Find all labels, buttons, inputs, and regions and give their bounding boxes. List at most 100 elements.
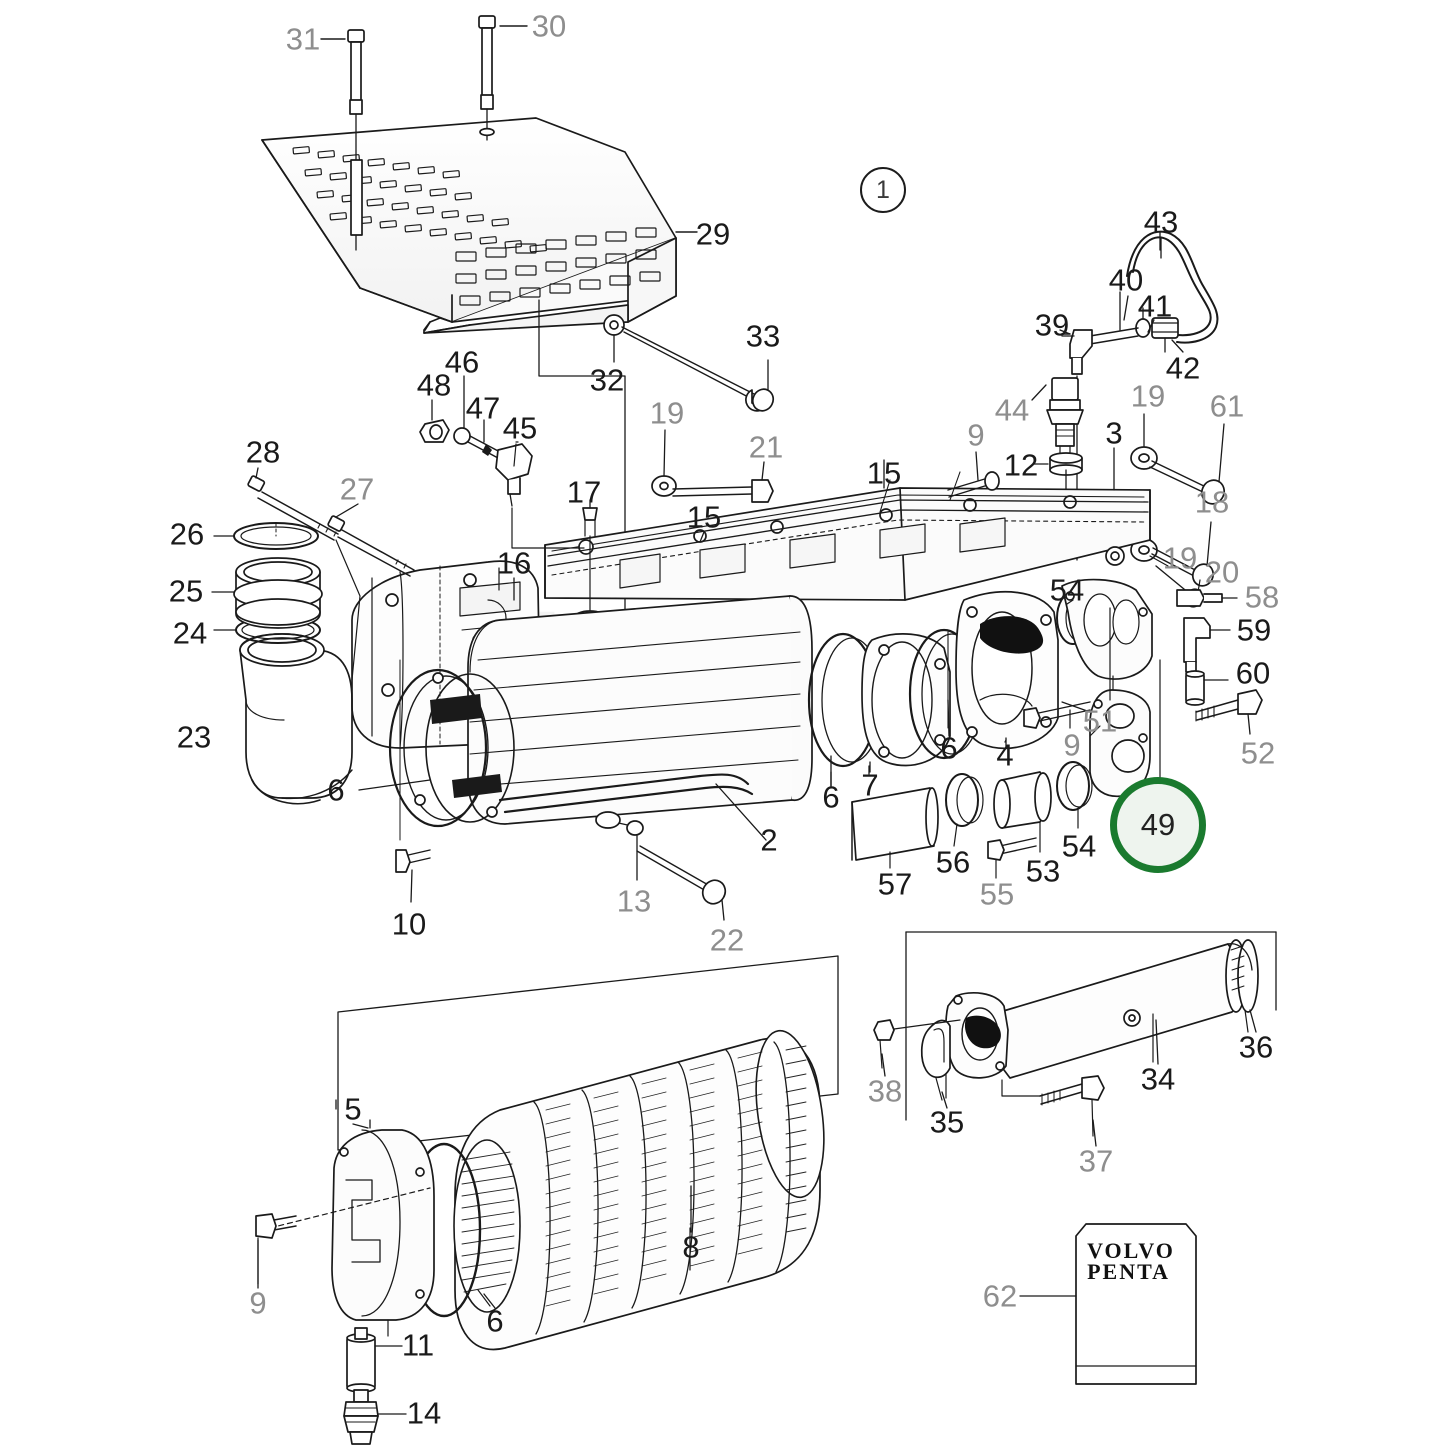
logo-line-2: PENTA <box>1087 1259 1171 1284</box>
callout-19[interactable]: 19 <box>1130 378 1166 414</box>
callout-14[interactable]: 14 <box>406 1395 442 1431</box>
part-25-bellows <box>211 557 323 629</box>
callout-38[interactable]: 38 <box>867 1073 903 1109</box>
callout-45[interactable]: 45 <box>502 410 538 446</box>
callout-19[interactable]: 19 <box>649 395 685 431</box>
callout-41[interactable]: 41 <box>1137 288 1173 324</box>
part-35-clip <box>920 1019 951 1101</box>
callout-9[interactable]: 9 <box>967 417 985 453</box>
part-51-mount <box>1061 578 1153 691</box>
callout-53[interactable]: 53 <box>1025 853 1061 889</box>
highlighted-part-49[interactable]: 49 <box>1110 777 1206 873</box>
callout-19[interactable]: 19 <box>1162 540 1198 576</box>
callout-28[interactable]: 28 <box>245 434 281 470</box>
callout-13[interactable]: 13 <box>616 883 652 919</box>
callout-15[interactable]: 15 <box>686 499 722 535</box>
callout-3[interactable]: 3 <box>1105 415 1123 451</box>
callout-54[interactable]: 54 <box>1049 572 1085 608</box>
part-54-oring-b <box>1056 761 1093 829</box>
group-marker-number: 1 <box>876 175 890 204</box>
part-53-sleeve <box>993 771 1052 853</box>
part-29-heat-shield <box>261 117 677 334</box>
part-26-oring-top <box>213 522 319 550</box>
callout-11[interactable]: 11 <box>401 1327 435 1363</box>
callout-52[interactable]: 52 <box>1240 735 1276 771</box>
callout-43[interactable]: 43 <box>1143 204 1179 240</box>
part-21-bolt <box>672 461 774 503</box>
callout-17[interactable]: 17 <box>566 474 602 510</box>
part-18-bolt <box>1151 521 1215 587</box>
callout-4[interactable]: 4 <box>996 737 1014 773</box>
part-7-flange <box>861 633 951 775</box>
callout-12[interactable]: 12 <box>1003 447 1039 483</box>
callout-6[interactable]: 6 <box>486 1303 504 1339</box>
callout-6[interactable]: 6 <box>327 772 345 808</box>
part-6-oring-front <box>388 668 515 828</box>
callout-21[interactable]: 21 <box>748 429 784 465</box>
callout-37[interactable]: 37 <box>1078 1143 1114 1179</box>
callout-47[interactable]: 47 <box>465 390 501 426</box>
callout-44[interactable]: 44 <box>994 392 1030 428</box>
callout-35[interactable]: 35 <box>929 1104 965 1140</box>
callout-34[interactable]: 34 <box>1140 1061 1176 1097</box>
callout-15[interactable]: 15 <box>866 455 902 491</box>
part-33-bolt <box>621 326 775 412</box>
group-marker-1: 1 <box>860 167 906 213</box>
callout-39[interactable]: 39 <box>1034 307 1070 343</box>
callout-48[interactable]: 48 <box>416 367 452 403</box>
callout-26[interactable]: 26 <box>169 516 205 552</box>
part-57-tube <box>851 787 939 869</box>
callout-61[interactable]: 61 <box>1209 388 1245 424</box>
callout-51[interactable]: 51 <box>1082 703 1118 739</box>
callout-16[interactable]: 16 <box>496 545 532 581</box>
callout-22[interactable]: 22 <box>709 922 745 958</box>
callout-62[interactable]: 62 <box>982 1278 1018 1314</box>
callout-54[interactable]: 54 <box>1061 828 1097 864</box>
callout-57[interactable]: 57 <box>877 866 913 902</box>
part-28-bolt <box>247 467 361 681</box>
callout-24[interactable]: 24 <box>172 615 208 651</box>
highlighted-part-number: 49 <box>1140 807 1176 842</box>
callout-2[interactable]: 2 <box>760 822 778 858</box>
part-47-pipe <box>467 419 501 459</box>
callout-29[interactable]: 29 <box>695 216 731 252</box>
callout-27[interactable]: 27 <box>339 471 375 507</box>
callout-10[interactable]: 10 <box>391 906 427 942</box>
callout-46[interactable]: 46 <box>444 344 480 380</box>
callout-55[interactable]: 55 <box>979 876 1015 912</box>
callout-31[interactable]: 31 <box>285 21 321 57</box>
part-48-nut <box>419 399 450 443</box>
callout-6[interactable]: 6 <box>822 779 840 815</box>
callout-23[interactable]: 23 <box>176 719 212 755</box>
callout-40[interactable]: 40 <box>1108 262 1144 298</box>
part-5-end-cover <box>331 1119 435 1337</box>
callout-6[interactable]: 6 <box>940 730 958 766</box>
callout-9[interactable]: 9 <box>1063 727 1081 763</box>
callout-59[interactable]: 59 <box>1236 612 1272 648</box>
part-56-ring <box>945 773 984 847</box>
callout-42[interactable]: 42 <box>1165 350 1201 386</box>
callout-9[interactable]: 9 <box>249 1285 267 1321</box>
callout-56[interactable]: 56 <box>935 844 971 880</box>
callout-7[interactable]: 7 <box>861 767 879 803</box>
callout-60[interactable]: 60 <box>1235 655 1271 691</box>
callout-5[interactable]: 5 <box>344 1091 362 1127</box>
callout-32[interactable]: 32 <box>589 362 625 398</box>
callout-36[interactable]: 36 <box>1238 1029 1274 1065</box>
callout-20[interactable]: 20 <box>1204 554 1240 590</box>
part-61-bolt <box>1149 423 1226 505</box>
part-42-connector <box>1151 317 1179 353</box>
callout-25[interactable]: 25 <box>168 573 204 609</box>
callout-30[interactable]: 30 <box>531 8 567 44</box>
callout-33[interactable]: 33 <box>745 318 781 354</box>
part-19-washer-c <box>651 429 677 497</box>
part-4-flange <box>955 591 1059 750</box>
callout-58[interactable]: 58 <box>1244 579 1280 615</box>
part-59-elbow <box>1183 617 1231 673</box>
part-23-elbow <box>239 633 353 805</box>
part-15-gasket <box>547 471 1149 567</box>
part-37-bolt <box>1001 1075 1105 1137</box>
part-45-sender <box>495 441 585 549</box>
callout-18[interactable]: 18 <box>1194 484 1230 520</box>
callout-8[interactable]: 8 <box>682 1229 700 1265</box>
